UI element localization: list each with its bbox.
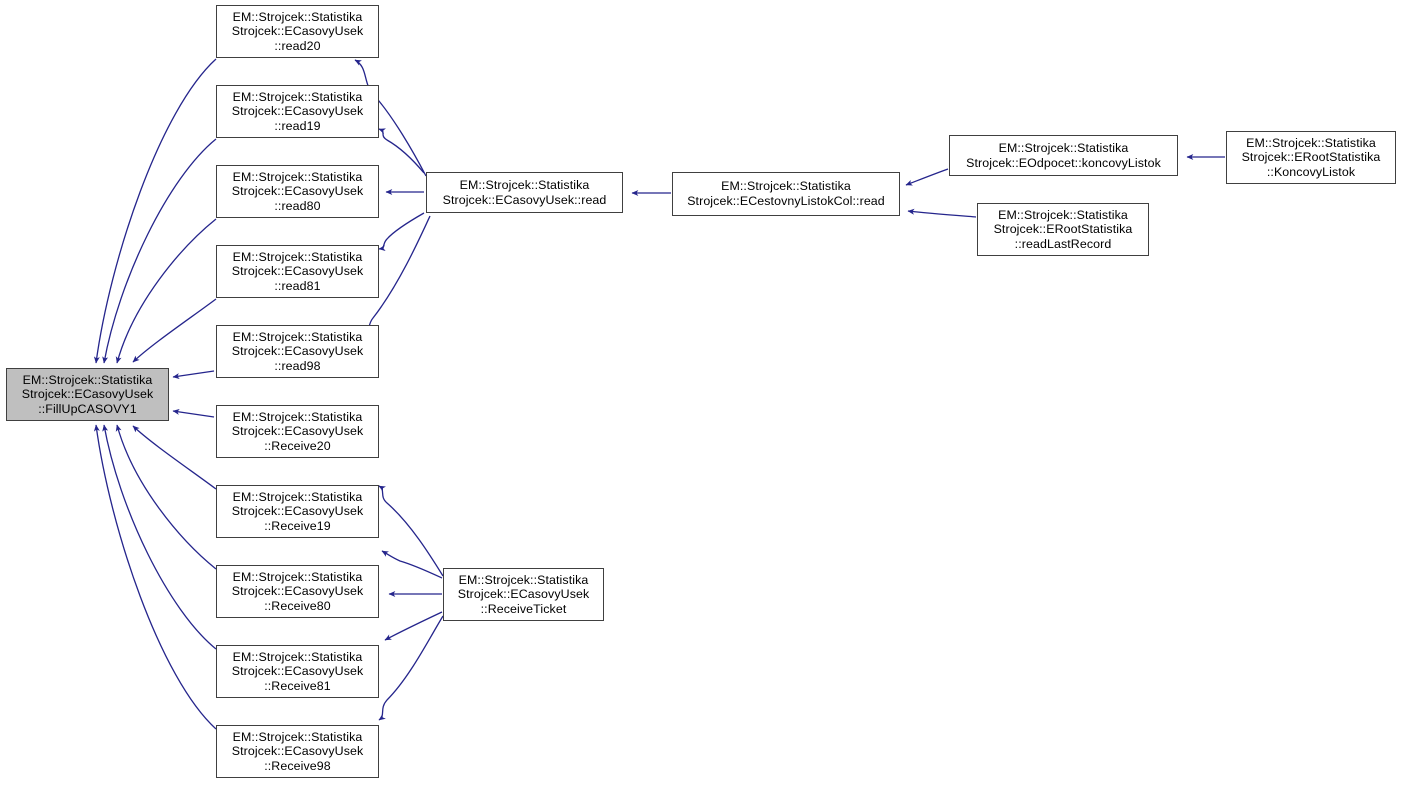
edge-cu_read-to-read19 xyxy=(378,128,425,174)
graph-node-receiveticket-line-1: EM::Strojcek::Statistika xyxy=(458,572,589,587)
graph-node-odpocet-line-2: Strojcek::EOdpocet::koncovyListok xyxy=(966,155,1161,170)
edge-receiveticket-to-receive19 xyxy=(381,550,443,579)
edge-receive81-to-fillup xyxy=(102,424,217,650)
graph-node-read19-line-1: EM::Strojcek::Statistika xyxy=(232,89,363,104)
edge-receiveticket-to-receive81 xyxy=(384,611,443,641)
graph-node-odpocet-line-1: EM::Strojcek::Statistika xyxy=(998,140,1129,155)
graph-node-read80-line-3: ::read80 xyxy=(274,198,321,213)
graph-node-cu_read-line-2: Strojcek::ECasovyUsek::read xyxy=(442,192,607,207)
graph-node-receive81-line-2: Strojcek::ECasovyUsek xyxy=(231,664,364,679)
graph-node-fillup-line-1: EM::Strojcek::Statistika xyxy=(22,372,153,387)
graph-node-receive98-line-1: EM::Strojcek::Statistika xyxy=(232,729,363,744)
graph-node-receive19-line-1: EM::Strojcek::Statistika xyxy=(232,489,363,504)
edge-receive80-to-fillup xyxy=(115,424,217,570)
graph-node-receive20-line-2: Strojcek::ECasovyUsek xyxy=(231,424,364,439)
edge-cu_read-to-read81 xyxy=(378,212,425,252)
graph-node-read81-line-1: EM::Strojcek::Statistika xyxy=(232,249,363,264)
edge-receiveticket-to-receive98 xyxy=(378,615,444,721)
graph-node-koncovylistok-line-2: Strojcek::ERootStatistika xyxy=(1241,150,1381,165)
graph-node-receive19-line-3: ::Receive19 xyxy=(264,518,331,533)
graph-node-read98-line-1: EM::Strojcek::Statistika xyxy=(232,329,363,344)
graph-node-lastrecord-line-3: ::readLastRecord xyxy=(1014,236,1112,251)
edge-odpocet-to-clc_read xyxy=(905,168,949,186)
graph-node-read80-line-1: EM::Strojcek::Statistika xyxy=(232,169,363,184)
graph-node-receive98-line-3: ::Receive98 xyxy=(264,758,331,773)
edge-read80-to-fillup xyxy=(115,218,217,364)
graph-node-lastrecord-line-2: Strojcek::ERootStatistika xyxy=(993,222,1133,237)
graph-node-read81-line-2: Strojcek::ECasovyUsek xyxy=(231,264,364,279)
graph-node-receive19-line-2: Strojcek::ECasovyUsek xyxy=(231,504,364,519)
graph-node-receive20-line-3: ::Receive20 xyxy=(264,438,331,453)
graph-node-receive80-line-3: ::Receive80 xyxy=(264,598,331,613)
graph-node-read98-line-2: Strojcek::ECasovyUsek xyxy=(231,344,364,359)
edge-read81-to-fillup xyxy=(132,298,217,363)
graph-node-receive80-line-1: EM::Strojcek::Statistika xyxy=(232,569,363,584)
graph-node-read98-line-3: ::read98 xyxy=(274,358,321,373)
graph-node-receiveticket-line-3: ::ReceiveTicket xyxy=(480,601,567,616)
graph-node-receive20-line-1: EM::Strojcek::Statistika xyxy=(232,409,363,424)
edge-receiveticket-to-receive20 xyxy=(378,485,444,577)
graph-node-read19-line-2: Strojcek::ECasovyUsek xyxy=(231,104,364,119)
edge-lastrecord-to-clc_read xyxy=(907,208,977,218)
edge-receive20-to-fillup xyxy=(172,409,215,418)
graph-node-receive98-line-2: Strojcek::ECasovyUsek xyxy=(231,744,364,759)
graph-node-receive81-line-1: EM::Strojcek::Statistika xyxy=(232,649,363,664)
graph-node-read81-line-3: ::read81 xyxy=(274,278,321,293)
graph-node-cu_read-line-1: EM::Strojcek::Statistika xyxy=(459,177,590,192)
graph-node-read20-line-3: ::read20 xyxy=(274,38,321,53)
graph-node-clc_read-line-1: EM::Strojcek::Statistika xyxy=(721,179,851,194)
graph-node-read19-line-3: ::read19 xyxy=(274,118,321,133)
graph-node-receive81-line-3: ::Receive81 xyxy=(264,678,331,693)
graph-node-lastrecord-line-1: EM::Strojcek::Statistika xyxy=(998,207,1128,222)
graph-node-koncovylistok-line-1: EM::Strojcek::Statistika xyxy=(1246,135,1376,150)
graph-node-receive80-line-2: Strojcek::ECasovyUsek xyxy=(231,584,364,599)
graph-node-read80-line-2: Strojcek::ECasovyUsek xyxy=(231,184,364,199)
graph-node-read20-line-1: EM::Strojcek::Statistika xyxy=(232,9,363,24)
graph-node-koncovylistok-line-3: ::KoncovyListok xyxy=(1266,164,1356,179)
edge-read98-to-fillup xyxy=(172,370,215,379)
graph-node-read20-line-2: Strojcek::ECasovyUsek xyxy=(231,24,364,39)
edge-read20-to-fillup xyxy=(93,58,217,364)
edge-receive19-to-fillup xyxy=(132,425,217,490)
graph-node-fillup-line-2: Strojcek::ECasovyUsek xyxy=(21,387,154,402)
graph-node-receiveticket-line-2: Strojcek::ECasovyUsek xyxy=(457,587,590,602)
edge-receive98-to-fillup xyxy=(93,424,217,730)
edge-read19-to-fillup xyxy=(102,138,217,364)
graph-node-clc_read-line-2: Strojcek::ECestovnyListokCol::read xyxy=(687,194,885,208)
graph-node-fillup-line-3: ::FillUpCASOVY1 xyxy=(38,401,137,416)
